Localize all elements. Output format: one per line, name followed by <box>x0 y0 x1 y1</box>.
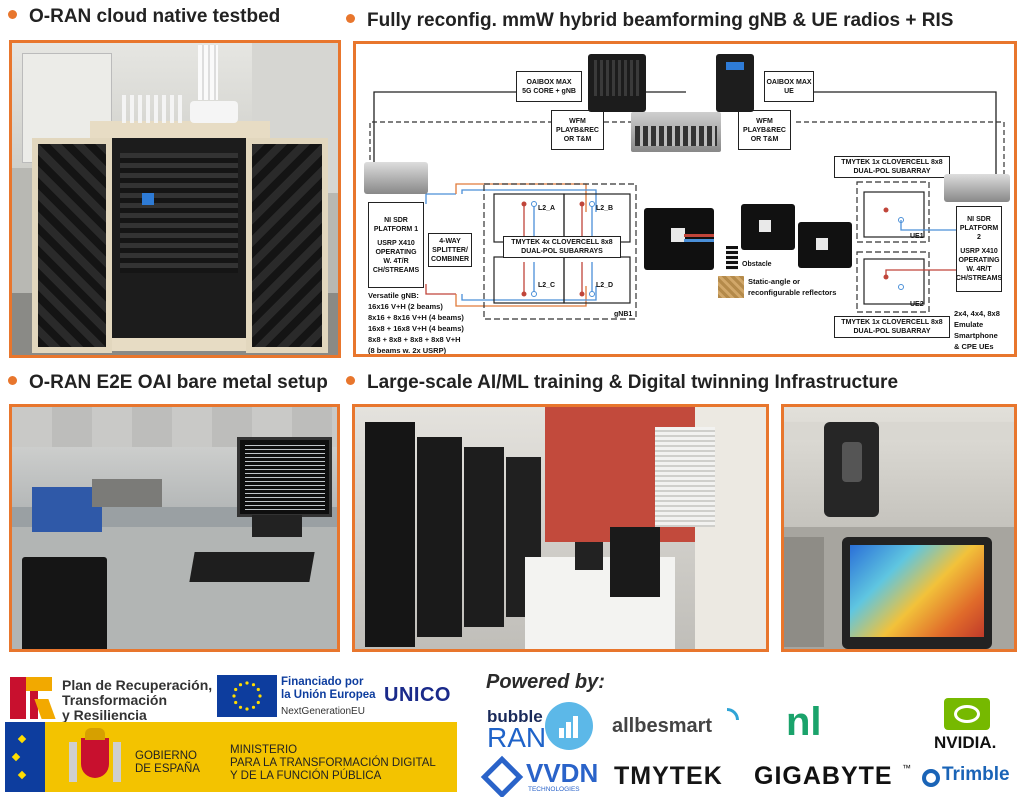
bubbleran-text: bubble <box>487 707 543 726</box>
photo-digital-twin <box>781 404 1017 652</box>
label-ue1: UE1 <box>910 233 924 240</box>
gigabyte-trademark: ™ <box>902 763 911 773</box>
ue2-enclosure <box>856 251 930 313</box>
link-oaibox-gnb-left <box>373 91 516 174</box>
allbesmart-logo: allbesmart <box>612 715 713 737</box>
label-reflectors: Static-angle or reconfigurable reflector… <box>748 277 837 297</box>
label-l2c: L2_C <box>538 282 556 289</box>
next-gen-eu-text: NextGenerationEU <box>281 706 365 717</box>
rack-3 <box>464 447 504 627</box>
ue1-enclosure <box>856 181 930 243</box>
ni-logo: nl <box>786 700 822 744</box>
oaibox-ue-server <box>716 54 754 112</box>
bubbleran-ran: RAN <box>487 722 547 753</box>
bullet-icon <box>346 14 355 24</box>
box-ni-sdr-2: NI SDR PLATFORM 2 USRP X410 OPERATING W.… <box>956 206 1002 292</box>
powered-by-label: Powered by: <box>486 671 605 693</box>
keyboard <box>189 552 315 582</box>
trimble-globe-icon <box>922 769 940 787</box>
laser-scanner <box>824 422 879 517</box>
tablet-screen <box>850 545 984 637</box>
photo-testbed-cabinet <box>9 40 341 358</box>
spain-coat-of-arms-icon <box>67 728 123 786</box>
ni-sdr-2-device <box>944 174 1010 202</box>
tmytek-logo: TMYTEK <box>614 762 723 790</box>
beamforming-diagram: OAIBOX MAX 5G CORE + gNB OAIBOX MAX UE W… <box>353 41 1017 357</box>
prtr-logo <box>10 677 56 719</box>
box-tmytek-gnb: TMYTEK 4x CLOVERCELL 8x8 DUAL-POL SUBARR… <box>503 236 621 258</box>
section-header-beamforming: Fully reconfig. mmW hybrid beamforming g… <box>346 10 953 32</box>
box-tmytek-ue2: TMYTEK 1x CLOVERCELL 8x8 DUAL-POL SUBARR… <box>834 316 950 338</box>
dashed-wfm-right <box>796 121 1005 184</box>
vvdn-text: VVDN <box>526 758 599 788</box>
photo-e2e-setup <box>9 404 340 652</box>
bullet-icon <box>346 376 355 386</box>
box-oaibox-gnb: OAIBOX MAX 5G CORE + gNB <box>516 71 582 102</box>
vvdn-icon <box>480 755 524 797</box>
tablet <box>842 537 992 649</box>
eu-stars-icon <box>5 722 45 792</box>
bullet-icon <box>8 10 17 20</box>
label-gnb1: gNB1 <box>614 311 633 318</box>
reflector-icon <box>718 276 744 298</box>
gobierno-strip: GOBIERNO DE ESPAÑA MINISTERIO PARA LA TR… <box>5 722 457 792</box>
prtr-text: Plan de Recuperación, Transformación y R… <box>62 677 213 723</box>
ue1-antenna-cube <box>741 204 795 250</box>
ue-emulation-note: 2x4, 4x4, 8x8 Emulate Smartphone & CPE U… <box>954 309 1000 351</box>
box-ni-sdr-1: NI SDR PLATFORM 1 USRP X410 OPERATING W.… <box>368 202 424 288</box>
label-l2a: L2_A <box>538 205 556 212</box>
section-header-aiml: Large-scale AI/ML training & Digital twi… <box>346 372 898 394</box>
oaibox-gnb-server <box>588 54 646 112</box>
bubbleran-icon <box>545 702 593 750</box>
rack-1 <box>365 422 415 647</box>
box-oaibox-ue: OAIBOX MAX UE <box>764 71 814 102</box>
nvidia-eye-icon <box>944 698 990 730</box>
label-l2b: L2_B <box>596 205 614 212</box>
rack-2 <box>417 437 462 637</box>
wifi-arc-icon <box>727 708 739 720</box>
box-wfm-right: WFM PLAYB&REC OR T&M <box>738 110 791 150</box>
label-ue2: UE2 <box>910 301 924 308</box>
section-header-e2e: O-RAN E2E OAI bare metal setup <box>8 372 328 394</box>
ministerio-text: MINISTERIO PARA LA TRANSFORMACIÓN DIGITA… <box>230 744 436 782</box>
unico-logo: UNICO <box>384 684 451 706</box>
eu-funded-text: Financiado por la Unión Europea <box>281 676 376 701</box>
obstacle-icon <box>726 246 738 270</box>
gigabyte-logo: GIGABYTE <box>754 762 893 790</box>
terminal-monitor <box>237 437 332 517</box>
section-header-testbed: O-RAN cloud native testbed <box>8 6 280 28</box>
diagram-connectors <box>369 91 1005 320</box>
nvidia-text: NVIDIA. <box>934 733 997 752</box>
gnb-antenna-cube <box>644 208 714 270</box>
bullet-icon <box>8 376 17 386</box>
vvdn-subtext: TECHNOLOGIES <box>528 786 580 793</box>
ni-sdr-1-device <box>364 162 428 194</box>
gnb-enclosure <box>483 183 637 320</box>
label-l2d: L2_D <box>596 282 614 289</box>
rack-server <box>631 112 721 152</box>
trimble-text: Trimble <box>942 764 1010 785</box>
link-oaibox-ue-right <box>811 91 997 177</box>
gobierno-text: GOBIERNO DE ESPAÑA <box>135 750 200 775</box>
versatile-gnb-list: Versatile gNB: 16x16 V+H (2 beams) 8x16 … <box>368 291 464 355</box>
box-splitter: 4-WAY SPLITTER/ COMBINER <box>428 233 472 267</box>
box-wfm-left: WFM PLAYB&REC OR T&M <box>551 110 604 150</box>
ue2-antenna-cube <box>798 222 852 268</box>
eu-flag-icon <box>217 675 277 717</box>
photo-server-racks <box>352 404 769 652</box>
label-obstacle: Obstacle <box>742 261 772 268</box>
box-tmytek-ue1: TMYTEK 1x CLOVERCELL 8x8 DUAL-POL SUBARR… <box>834 156 950 178</box>
